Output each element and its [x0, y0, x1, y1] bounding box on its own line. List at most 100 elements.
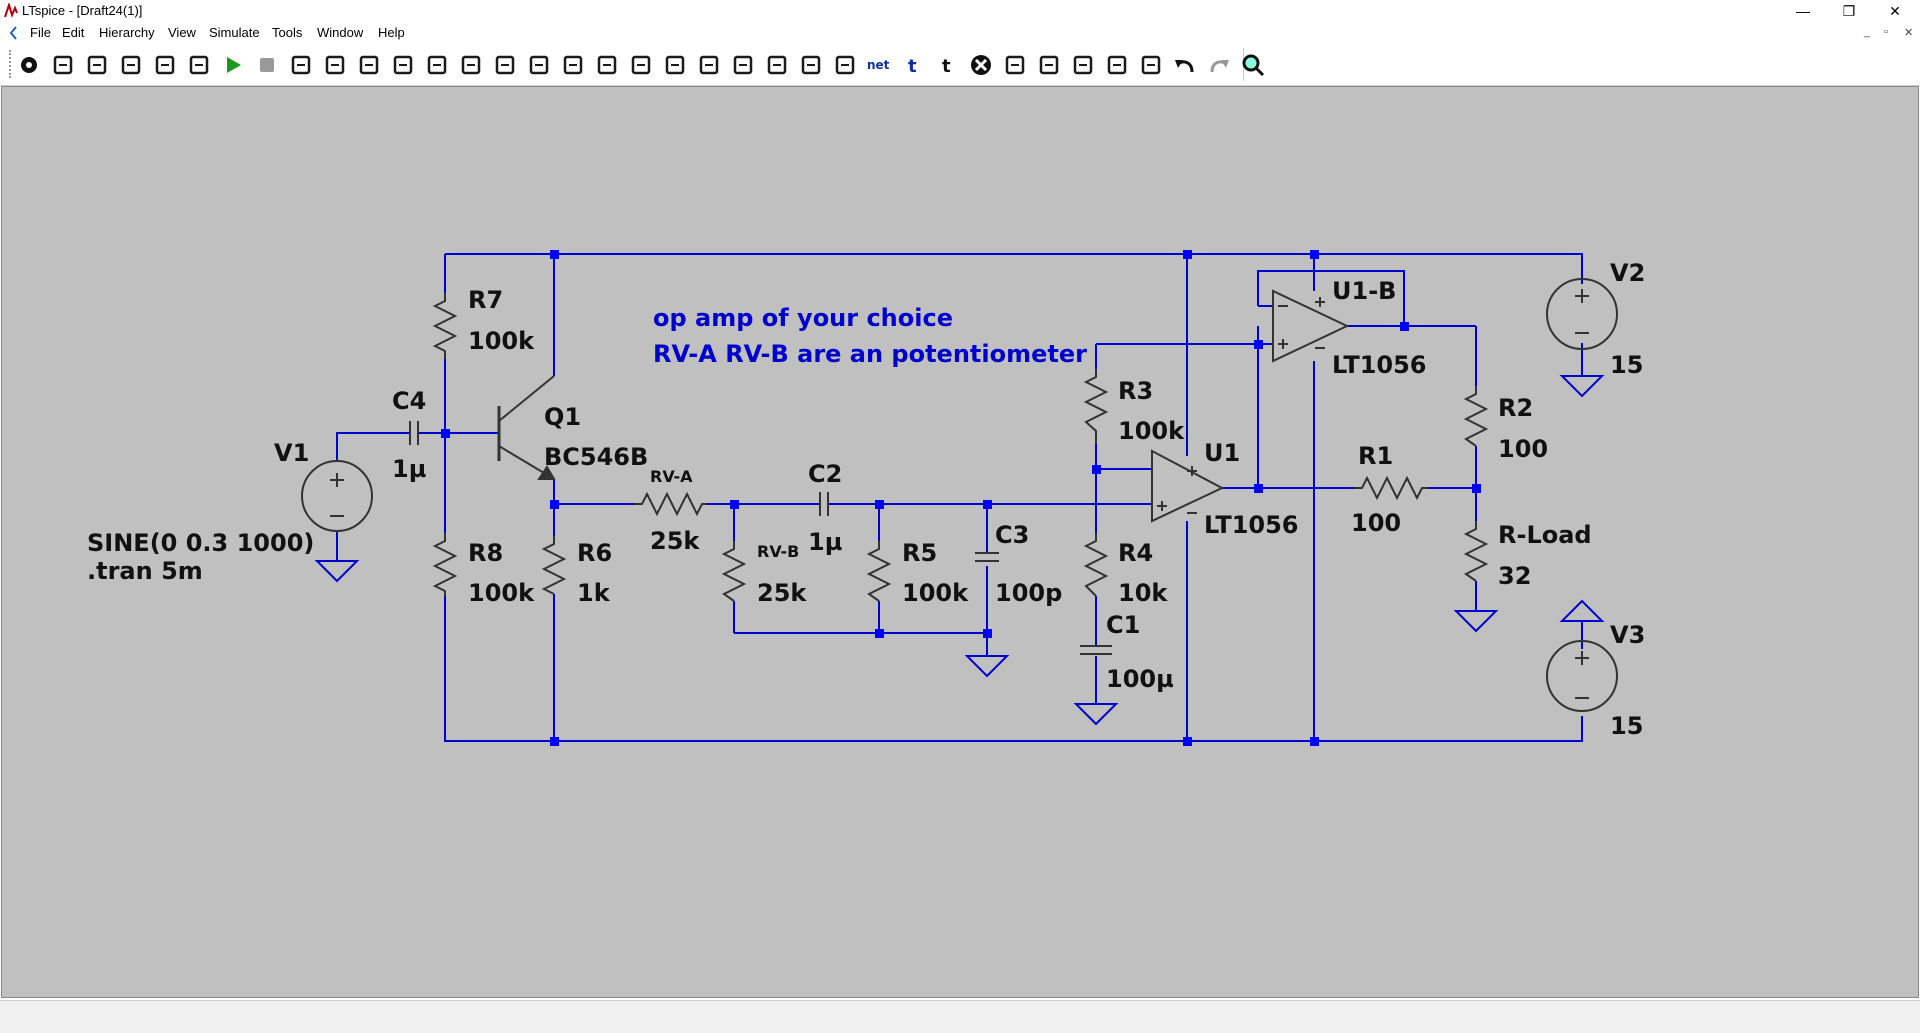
- value-u1[interactable]: LT1056: [1204, 511, 1299, 539]
- maximize-button[interactable]: ❐: [1842, 3, 1856, 19]
- value-r8[interactable]: 100k: [468, 579, 535, 607]
- menu-help[interactable]: Help: [378, 25, 405, 40]
- control-panel-icon[interactable]: [186, 52, 212, 78]
- zoom-in-icon[interactable]: [390, 52, 416, 78]
- settings-icon[interactable]: [16, 52, 42, 78]
- value-c3[interactable]: 100p: [995, 579, 1062, 607]
- duplicate-icon[interactable]: [1002, 52, 1028, 78]
- mdi-close-button[interactable]: ✕: [1904, 27, 1914, 39]
- label-rv-a[interactable]: RV-A: [650, 467, 693, 486]
- value-r-load[interactable]: 32: [1498, 562, 1531, 590]
- value-r1[interactable]: 100: [1351, 509, 1401, 537]
- close-button[interactable]: ✕: [1889, 3, 1901, 19]
- label-c2[interactable]: C2: [808, 460, 842, 488]
- comment-line-1[interactable]: op amp of your choice: [653, 304, 953, 332]
- ground-symbol[interactable]: [1453, 610, 1499, 633]
- value-q1[interactable]: BC546B: [544, 443, 648, 471]
- label-r2[interactable]: R2: [1498, 394, 1533, 422]
- label-u1-b[interactable]: U1-B: [1332, 277, 1396, 305]
- value-r4[interactable]: 10k: [1118, 579, 1168, 607]
- autoscale-icon[interactable]: [526, 52, 552, 78]
- resistor-r2[interactable]: [1463, 386, 1489, 447]
- label-r5[interactable]: R5: [902, 539, 937, 567]
- label-r1[interactable]: R1: [1358, 442, 1393, 470]
- wire-icon[interactable]: [560, 52, 586, 78]
- value-r6[interactable]: 1k: [577, 579, 611, 607]
- menu-window[interactable]: Window: [317, 25, 364, 40]
- text-icon[interactable]: t: [900, 52, 926, 78]
- ground-icon[interactable]: [594, 52, 620, 78]
- opamp-u1[interactable]: [1151, 449, 1225, 523]
- minimize-button[interactable]: —: [1796, 3, 1810, 19]
- ground-symbol[interactable]: [1559, 375, 1605, 398]
- label-r6[interactable]: R6: [577, 539, 612, 567]
- spice-directive[interactable]: .tran 5m: [87, 557, 203, 585]
- resistor-r1[interactable]: [1354, 475, 1428, 501]
- move-icon[interactable]: [832, 52, 858, 78]
- open-file-icon[interactable]: [84, 52, 110, 78]
- opamp-u1-b[interactable]: [1272, 289, 1350, 363]
- draw-icon[interactable]: [1138, 52, 1164, 78]
- value-u1-b[interactable]: LT1056: [1332, 351, 1427, 379]
- source-spec-v1[interactable]: SINE(0 0.3 1000): [87, 529, 314, 557]
- resistor-r3[interactable]: [1083, 369, 1109, 444]
- save-icon[interactable]: [118, 52, 144, 78]
- run-icon[interactable]: [220, 52, 246, 78]
- diode-icon[interactable]: [764, 52, 790, 78]
- ground-symbol[interactable]: [1559, 599, 1605, 622]
- voltage-source-v2[interactable]: [1546, 278, 1618, 350]
- transistor-q1[interactable]: [497, 375, 556, 480]
- label-u1[interactable]: U1: [1204, 439, 1240, 467]
- tile-horizontal-icon[interactable]: [288, 52, 314, 78]
- value-v2[interactable]: 15: [1610, 351, 1643, 379]
- menu-file[interactable]: File: [30, 25, 51, 40]
- value-c1[interactable]: 100µ: [1106, 665, 1174, 693]
- resistor-r8[interactable]: [432, 533, 458, 596]
- inductor-icon[interactable]: [730, 52, 756, 78]
- menu-tools[interactable]: Tools: [272, 25, 303, 40]
- zoom-area-icon[interactable]: [458, 52, 484, 78]
- ground-symbol[interactable]: [314, 560, 360, 583]
- resistor-r6[interactable]: [541, 536, 567, 595]
- value-rv-a[interactable]: 25k: [650, 527, 700, 555]
- label-q1[interactable]: Q1: [544, 403, 581, 431]
- label-v2[interactable]: V2: [1610, 259, 1645, 287]
- mdi-minimize-button[interactable]: _: [1864, 26, 1871, 38]
- resistor-rv-a[interactable]: [634, 491, 707, 517]
- value-r5[interactable]: 100k: [902, 579, 969, 607]
- comment-line-2[interactable]: RV-A RV-B are an potentiometer: [653, 340, 1087, 368]
- capacitor-c4[interactable]: [409, 421, 419, 445]
- redo-icon[interactable]: [1206, 52, 1232, 78]
- schematic-canvas[interactable]: R7 100k C4 1µ Q1 BC546B V1 R8 100k R6 1k…: [1, 86, 1919, 998]
- delete-icon[interactable]: [968, 52, 994, 78]
- ground-symbol[interactable]: [964, 655, 1010, 678]
- ground-symbol[interactable]: [1073, 703, 1119, 726]
- halt-icon[interactable]: [254, 52, 280, 78]
- voltage-source-v1[interactable]: [301, 460, 373, 532]
- mdi-restore-button[interactable]: ▫: [1884, 26, 1888, 38]
- menu-view[interactable]: View: [168, 25, 196, 40]
- label-r7[interactable]: R7: [468, 286, 503, 314]
- label-c3[interactable]: C3: [995, 521, 1029, 549]
- menu-hierarchy[interactable]: Hierarchy: [99, 25, 155, 40]
- capacitor-c3[interactable]: [975, 552, 999, 562]
- print-icon[interactable]: [152, 52, 178, 78]
- capacitor-icon[interactable]: [696, 52, 722, 78]
- label-v1[interactable]: V1: [274, 439, 309, 467]
- label-rv-b[interactable]: RV-B: [757, 542, 799, 561]
- value-rv-b[interactable]: 25k: [757, 579, 807, 607]
- drag-icon[interactable]: [1036, 52, 1062, 78]
- toolbar-grip[interactable]: [9, 50, 14, 78]
- tile-vertical-icon[interactable]: [322, 52, 348, 78]
- resistor-r5[interactable]: [866, 541, 892, 602]
- capacitor-c2[interactable]: [819, 492, 829, 516]
- value-r7[interactable]: 100k: [468, 327, 535, 355]
- value-c4[interactable]: 1µ: [392, 455, 426, 483]
- resistor-r4[interactable]: [1083, 533, 1109, 597]
- label-r4[interactable]: R4: [1118, 539, 1153, 567]
- value-r2[interactable]: 100: [1498, 435, 1548, 463]
- menu-simulate[interactable]: Simulate: [209, 25, 260, 40]
- label-c4[interactable]: C4: [392, 387, 426, 415]
- value-v3[interactable]: 15: [1610, 712, 1643, 740]
- label-r-load[interactable]: R-Load: [1498, 521, 1592, 549]
